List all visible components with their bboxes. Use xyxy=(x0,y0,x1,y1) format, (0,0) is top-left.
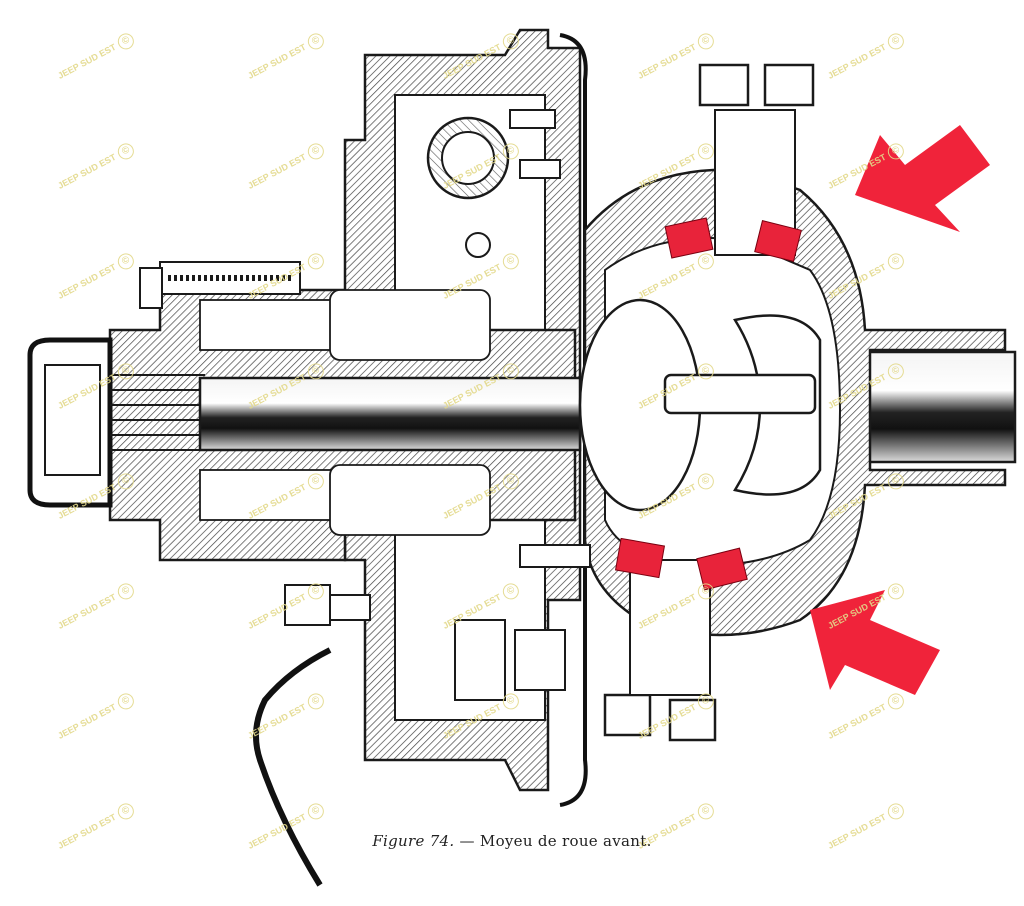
upper-arrow xyxy=(855,125,990,232)
brake-adjuster xyxy=(454,544,591,701)
brake-line-fitting xyxy=(253,584,371,887)
upper-bearing-highlight xyxy=(664,217,802,262)
lower-bearing-highlight xyxy=(614,537,748,591)
drive-flange-cap xyxy=(27,337,205,508)
figure-number: Figure 74. xyxy=(372,832,455,850)
wheel-cylinder xyxy=(426,109,561,258)
lower-kingpin-assembly xyxy=(603,559,717,742)
caption-separator: — xyxy=(454,832,480,850)
caption-title: Moyeu de roue avant. xyxy=(479,832,652,850)
lower-arrow xyxy=(810,590,940,695)
upper-kingpin-assembly xyxy=(698,63,815,256)
universal-joint xyxy=(578,298,822,512)
figure-caption: Figure 74. — Moyeu de roue avant. xyxy=(0,832,1024,850)
